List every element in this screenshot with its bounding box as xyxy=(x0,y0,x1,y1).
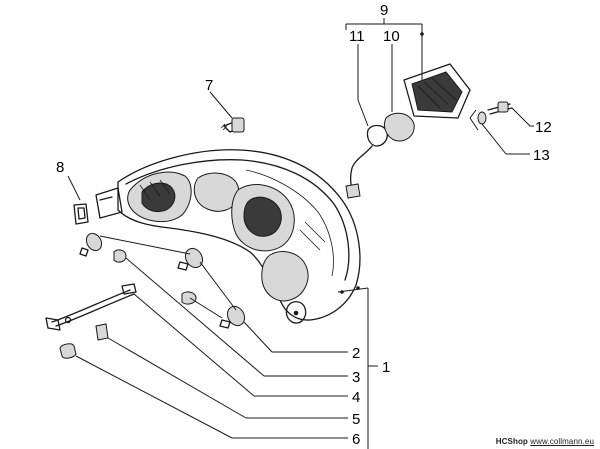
screw-12 xyxy=(487,101,513,115)
side-lamp-9 xyxy=(403,63,471,119)
part-number-1: 1 xyxy=(382,359,390,376)
part-number-11: 11 xyxy=(349,28,365,45)
bulb-3 xyxy=(219,305,246,329)
bulb-small-2 xyxy=(181,291,197,305)
headlight-housing xyxy=(95,149,361,324)
clip-8 xyxy=(73,203,89,225)
footer-website-link[interactable]: www.collmann.eu xyxy=(530,437,594,446)
bulb-small-1 xyxy=(113,249,127,263)
part-number-12: 12 xyxy=(535,119,552,136)
part-number-4: 4 xyxy=(352,389,360,406)
part-number-2: 2 xyxy=(352,345,360,362)
part-number-5: 5 xyxy=(352,411,360,428)
part-number-9: 9 xyxy=(380,2,388,19)
bulb-2 xyxy=(177,247,204,271)
footer-credit: HCShop www.collmann.eu xyxy=(496,437,594,446)
part-number-13: 13 xyxy=(533,147,550,164)
footer-shop-name: HCShop xyxy=(495,437,528,446)
leader-lines xyxy=(67,18,534,449)
bulb-10 xyxy=(383,112,415,142)
part-number-3: 3 xyxy=(352,369,360,386)
connector-5 xyxy=(95,323,109,341)
part-labels: 9 11 10 7 8 12 13 2 1 3 4 5 6 xyxy=(56,2,552,448)
part-number-10: 10 xyxy=(383,28,400,45)
bulb-holder-11 xyxy=(345,124,388,199)
sleeve-6 xyxy=(59,343,77,359)
wire-harness xyxy=(45,283,137,331)
washer-13 xyxy=(477,111,487,125)
part-number-7: 7 xyxy=(205,77,213,94)
part-number-8: 8 xyxy=(56,159,64,176)
bulb-front-left xyxy=(79,232,103,257)
screw-7 xyxy=(220,117,245,133)
part-number-6: 6 xyxy=(352,431,360,448)
